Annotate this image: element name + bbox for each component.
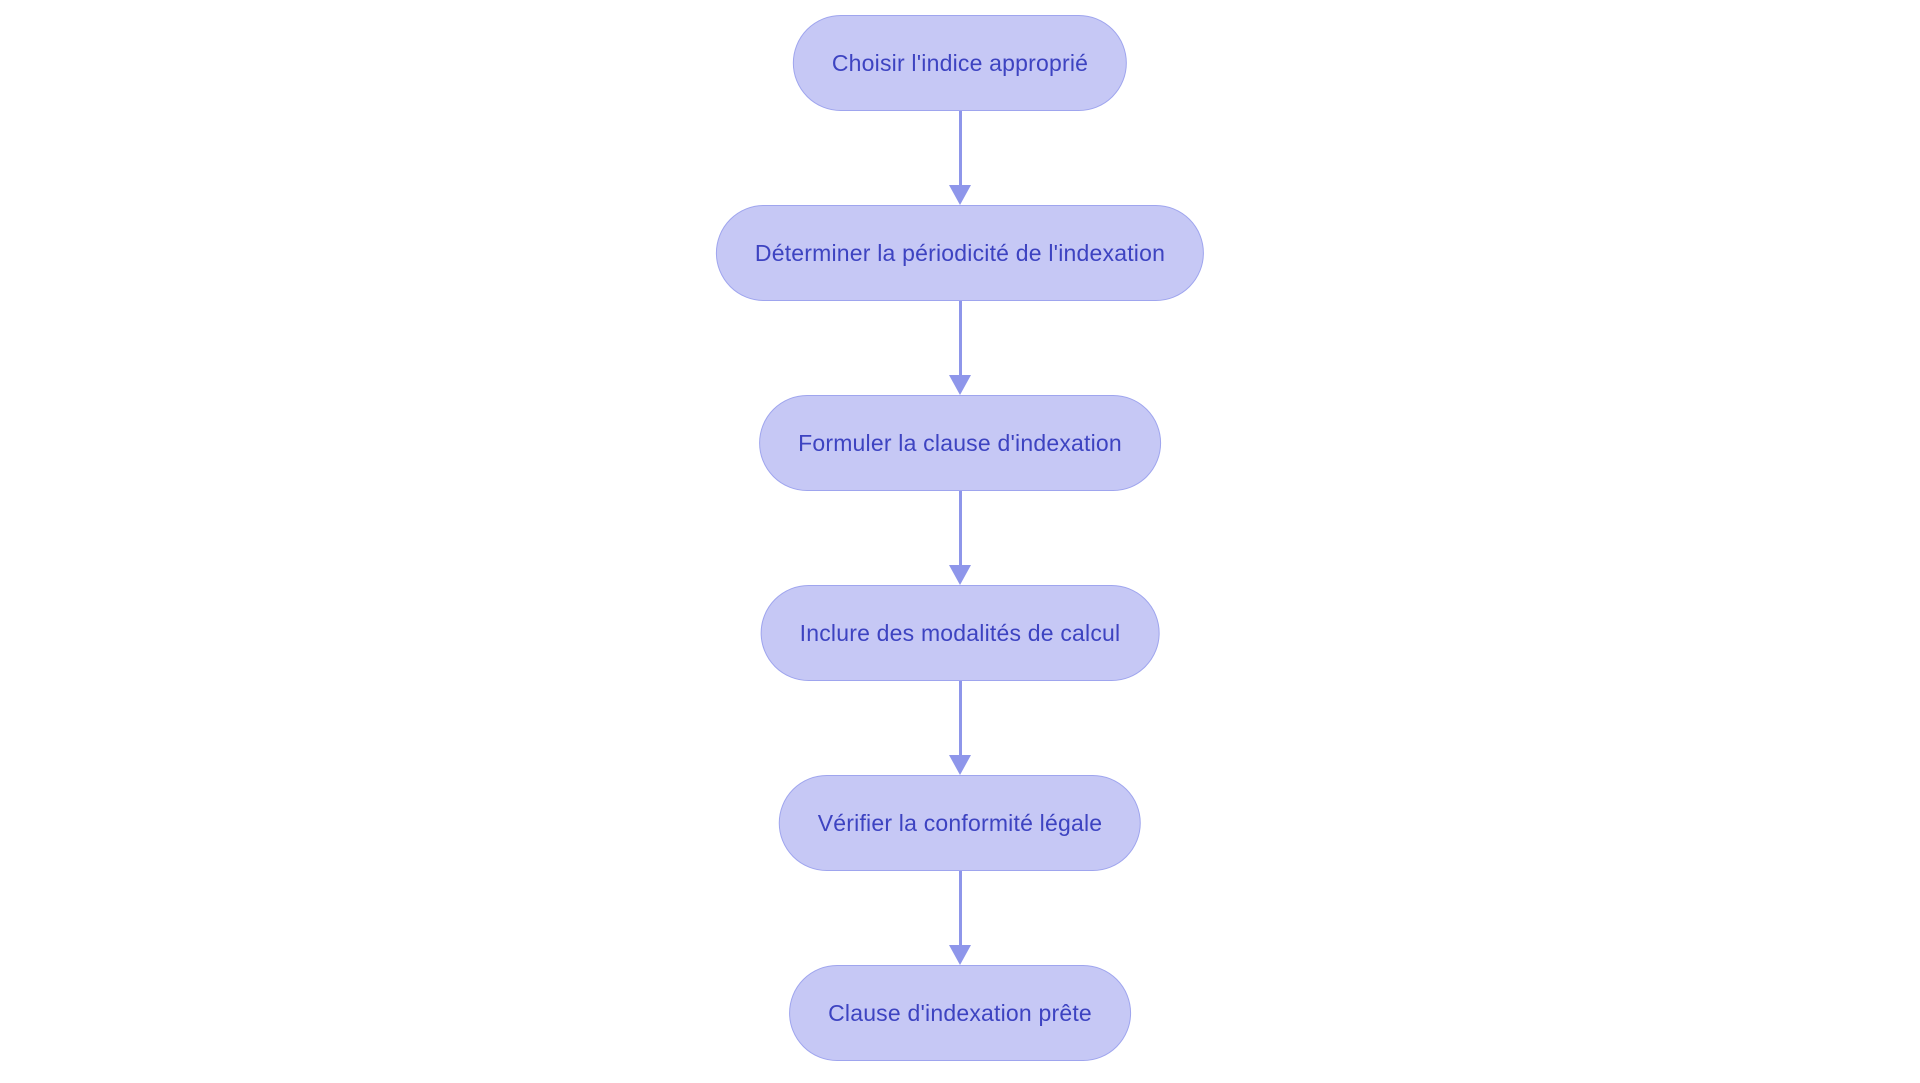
flow-arrow-n3-n4: [949, 491, 971, 585]
flow-node-formuler-clause: Formuler la clause d'indexation: [759, 395, 1161, 491]
flow-arrow-n5-n6: [949, 871, 971, 965]
arrow-stem: [958, 111, 962, 185]
arrow-head-down-icon: [949, 185, 971, 205]
flow-node-label: Choisir l'indice approprié: [831, 49, 1089, 76]
arrow-stem: [958, 491, 962, 565]
flow-arrow-n4-n5: [949, 681, 971, 775]
flow-node-label: Vérifier la conformité légale: [817, 809, 1103, 836]
flow-node-clause-prete: Clause d'indexation prête: [789, 965, 1131, 1061]
flow-arrow-n1-n2: [949, 111, 971, 205]
flow-node-label: Inclure des modalités de calcul: [799, 619, 1121, 646]
arrow-head-down-icon: [949, 755, 971, 775]
flow-node-verifier-conformite: Vérifier la conformité légale: [778, 775, 1142, 871]
arrow-head-down-icon: [949, 565, 971, 585]
arrow-head-down-icon: [949, 375, 971, 395]
flow-node-label: Formuler la clause d'indexation: [798, 429, 1122, 456]
arrow-stem: [958, 681, 962, 755]
flow-node-label: Déterminer la périodicité de l'indexatio…: [754, 239, 1166, 266]
arrow-stem: [958, 871, 962, 945]
arrow-stem: [958, 301, 962, 375]
flow-arrow-n2-n3: [949, 301, 971, 395]
arrow-head-down-icon: [949, 945, 971, 965]
flow-node-determiner-periodicite: Déterminer la périodicité de l'indexatio…: [715, 205, 1205, 301]
flow-node-choisir-indice: Choisir l'indice approprié: [792, 15, 1128, 111]
flow-node-label: Clause d'indexation prête: [828, 999, 1092, 1026]
flow-node-inclure-modalites: Inclure des modalités de calcul: [760, 585, 1160, 681]
